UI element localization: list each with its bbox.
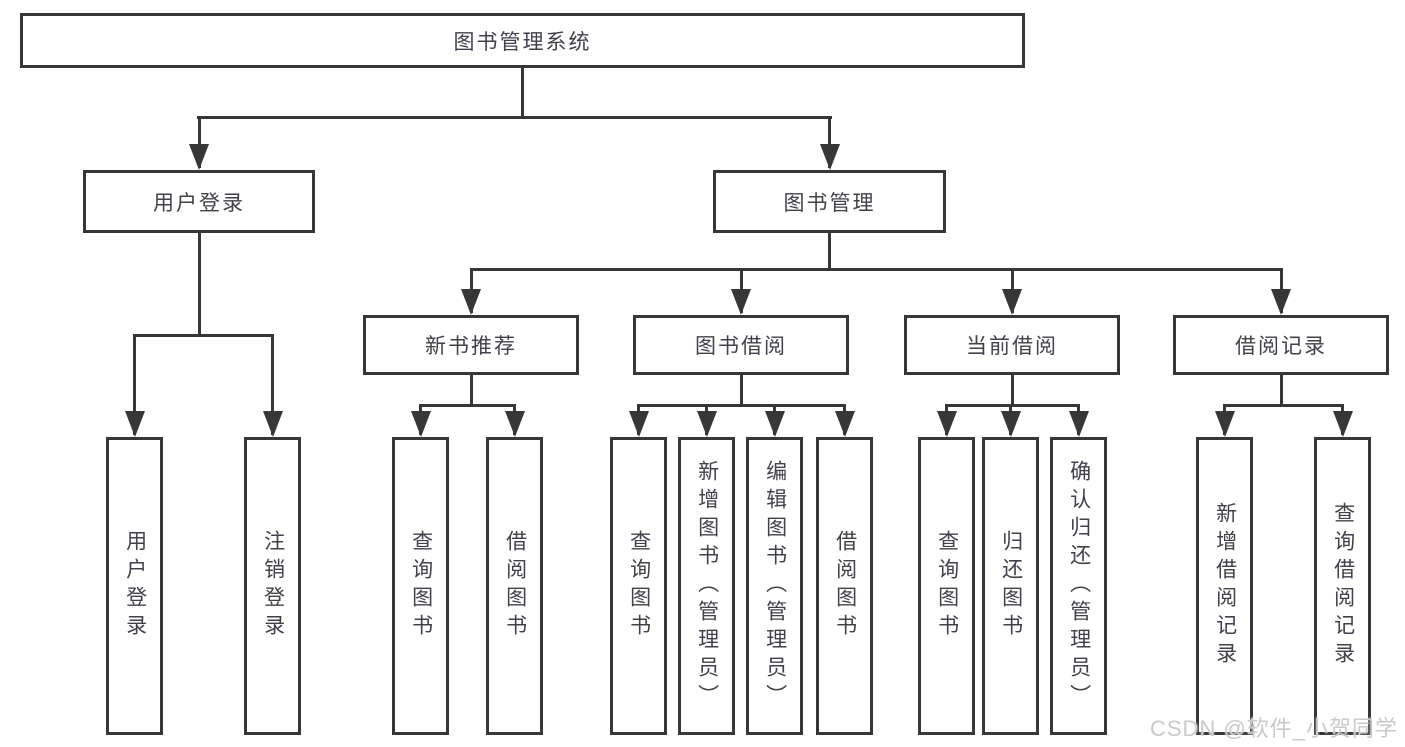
- leaf-query-borrow-record: 查询借阅记录: [1314, 437, 1371, 735]
- leaf-confirm-return-admin: 确认归还（管理员）: [1050, 437, 1107, 735]
- node-library-management-system: 图书管理系统: [20, 13, 1025, 68]
- leaf-query-books-borrowing: 查询图书: [610, 437, 667, 735]
- connector-line: [133, 334, 274, 337]
- leaf-add-book-admin: 新增图书（管理员）: [678, 437, 735, 735]
- connector-line: [1010, 375, 1014, 406]
- leaf-borrow-books-borrowing: 借阅图书: [816, 437, 873, 735]
- arrow-down-icon: [1002, 289, 1022, 315]
- connector-line: [739, 375, 743, 406]
- arrow-down-icon: [262, 411, 283, 437]
- connector-line: [197, 116, 832, 119]
- arrow-down-icon: [819, 144, 840, 170]
- node-user-login: 用户登录: [83, 170, 315, 233]
- arrow-down-icon: [628, 411, 649, 437]
- arrow-down-icon: [504, 411, 525, 437]
- connector-line: [1223, 404, 1344, 407]
- leaf-logout: 注销登录: [244, 437, 301, 735]
- arrow-down-icon: [124, 411, 145, 437]
- leaf-query-books-current: 查询图书: [918, 437, 975, 735]
- leaf-add-borrow-record: 新增借阅记录: [1196, 437, 1253, 735]
- watermark: CSDN @软件_小贺同学: [1150, 716, 1399, 741]
- arrow-down-icon: [1000, 411, 1021, 437]
- node-book-borrowing: 图书借阅: [633, 315, 849, 375]
- leaf-query-books-recommendation: 查询图书: [392, 437, 449, 735]
- leaf-borrow-books-recommendation: 借阅图书: [486, 437, 543, 735]
- connector-line: [637, 404, 845, 407]
- connector-line: [945, 404, 1079, 407]
- connector-line: [521, 68, 524, 119]
- connector-line: [271, 334, 274, 435]
- connector-line: [197, 233, 201, 336]
- connector-line: [197, 116, 201, 168]
- leaf-return-books: 归还图书: [982, 437, 1039, 735]
- arrow-down-icon: [189, 144, 209, 170]
- arrow-down-icon: [1271, 289, 1291, 315]
- node-current-borrowing: 当前借阅: [904, 315, 1120, 375]
- connector-line: [419, 404, 516, 407]
- connector-line: [469, 375, 473, 406]
- arrow-down-icon: [1068, 411, 1089, 437]
- connector-line: [469, 268, 1283, 271]
- arrow-down-icon: [410, 411, 431, 437]
- leaf-edit-book-admin: 编辑图书（管理员）: [746, 437, 803, 735]
- connector-line: [1279, 375, 1283, 406]
- node-new-book-recommendation: 新书推荐: [363, 315, 579, 375]
- connector-line: [133, 334, 136, 435]
- connector-line: [828, 116, 831, 168]
- arrow-down-icon: [834, 411, 855, 437]
- arrow-down-icon: [936, 411, 957, 437]
- node-borrowing-records: 借阅记录: [1173, 315, 1389, 375]
- arrow-down-icon: [731, 289, 751, 315]
- connector-line: [828, 233, 831, 270]
- arrow-down-icon: [1332, 411, 1353, 437]
- arrow-down-icon: [461, 289, 481, 315]
- node-book-management: 图书管理: [713, 170, 946, 233]
- arrow-down-icon: [696, 411, 717, 437]
- arrow-down-icon: [1214, 411, 1235, 437]
- arrow-down-icon: [764, 411, 785, 437]
- leaf-user-login: 用户登录: [106, 437, 163, 735]
